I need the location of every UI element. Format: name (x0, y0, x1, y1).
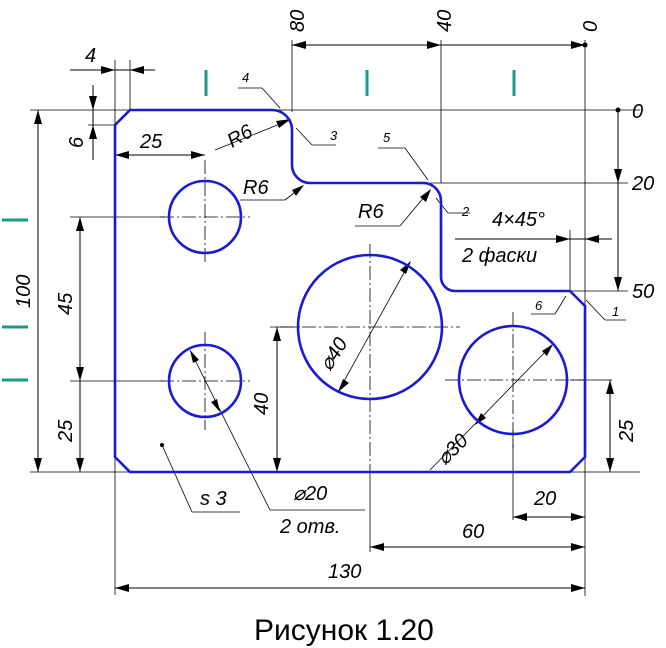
leader-lines (160, 87, 626, 513)
diameter-20-label: ⌀20 (293, 483, 327, 505)
dim-20-bottom: 20 (533, 488, 556, 510)
center-lines (160, 160, 585, 472)
radius-label-2: R6 (243, 177, 269, 199)
dim-40: 40 (251, 393, 273, 415)
coord-80: 80 (287, 10, 309, 32)
dim-4: 4 (85, 45, 96, 67)
dim-100: 100 (13, 275, 35, 308)
chamfer-count-label: 2 фаски (461, 245, 537, 267)
diameter-30-label: ⌀30 (433, 430, 473, 470)
dim-25-right: 25 (616, 419, 638, 443)
point-1: 1 (612, 304, 619, 319)
datum-marks (2, 70, 516, 382)
hole-d30 (457, 324, 569, 436)
point-5: 5 (383, 130, 391, 145)
chamfer-size-label: 4×45° (492, 209, 545, 231)
coord-0: 0 (580, 21, 602, 32)
radius-label-3: R6 (358, 201, 384, 223)
coord-right-50: 50 (632, 281, 654, 303)
coord-40: 40 (434, 10, 456, 32)
dim-25-top: 25 (139, 131, 163, 153)
point-6: 6 (535, 298, 543, 313)
extension-lines (30, 40, 640, 596)
figure-caption: Рисунок 1.20 (254, 614, 434, 647)
point-2: 2 (461, 204, 470, 219)
radius-label-1: R6 (224, 120, 258, 152)
part-outline (113, 108, 587, 474)
dim-25-left: 25 (55, 419, 77, 443)
holes-count-label: 2 отв. (279, 516, 340, 538)
diameter-40-label: ⌀40 (316, 334, 353, 375)
coord-right-0: 0 (632, 101, 643, 123)
hole-r20-top (167, 179, 243, 255)
labels: 80 40 0 0 20 50 4 6 25 100 45 25 40 25 2… (13, 10, 654, 647)
thickness-label: s 3 (200, 488, 227, 510)
dimension-lines (34, 41, 622, 592)
hole-r20-bottom (167, 343, 243, 419)
hole-d40 (296, 253, 444, 401)
point-4: 4 (242, 70, 249, 85)
dim-45: 45 (55, 292, 77, 315)
coord-right-20: 20 (631, 173, 654, 195)
dim-6: 6 (66, 136, 88, 148)
point-3: 3 (330, 128, 338, 143)
dim-130: 130 (328, 561, 361, 583)
dim-60: 60 (462, 521, 484, 543)
